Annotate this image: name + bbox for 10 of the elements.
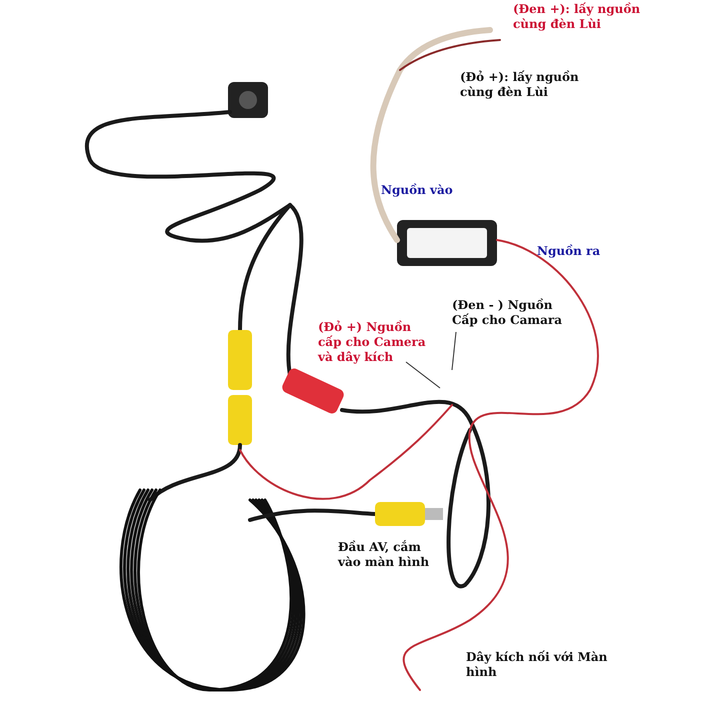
- wire-label: Dây kích nối với Màn hình: [466, 650, 608, 680]
- callout-text: (Đỏ +) Nguồn cấp cho Camera và dây kích: [318, 320, 436, 365]
- leader-line: [406, 362, 440, 388]
- leader-line: [452, 332, 456, 370]
- output-label: Nguồn ra: [537, 244, 602, 259]
- connector-label: Đầu AV, cắm vào màn hình: [338, 540, 430, 570]
- wire-label: (Đỏ +): lấy nguồn cùng đèn Lùi: [460, 70, 580, 100]
- input-label: Nguồn vào: [381, 183, 454, 198]
- wire-label: (Đen +): lấy nguồn cùng đèn Lùi: [513, 2, 642, 32]
- callout-text: (Đen - ) Nguồn Cấp cho Camara: [452, 298, 570, 328]
